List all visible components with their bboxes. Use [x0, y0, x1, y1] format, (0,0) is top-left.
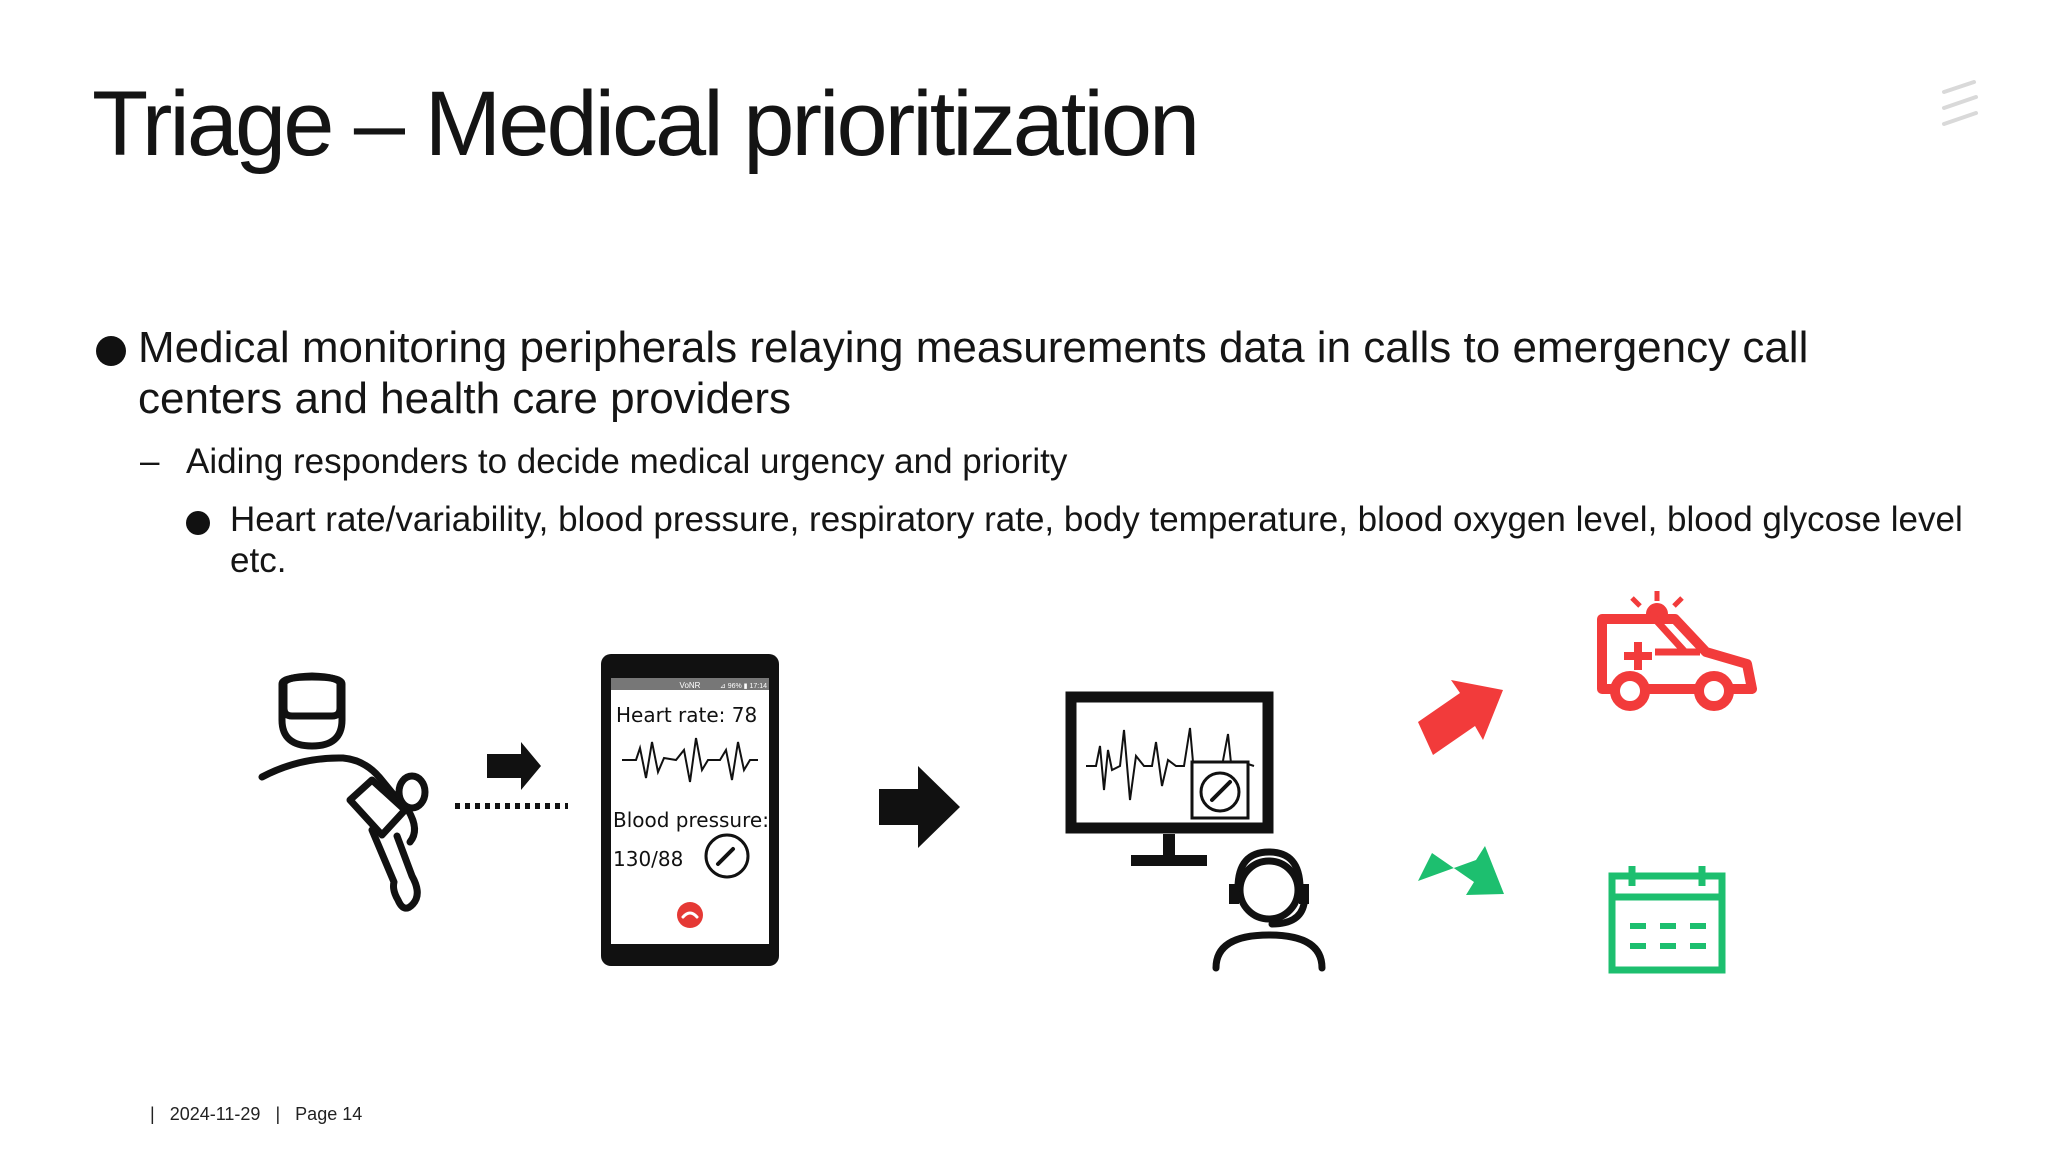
phone-status-network: VoNR — [680, 681, 701, 690]
arrow-right-icon — [879, 766, 960, 848]
footer-page-number: Page 14 — [295, 1104, 363, 1124]
footer-separator: | — [150, 1104, 155, 1124]
sub-sub-bullet-text: Heart rate/variability, blood pressure, … — [230, 500, 1963, 580]
blood-pressure-value: 130/88 — [613, 847, 683, 871]
bullet-level-2: –Aiding responders to decide medical urg… — [140, 440, 1067, 484]
phone-status-battery: ⊿ 96% ▮ 17:14 — [720, 683, 767, 690]
footer-separator: | — [275, 1104, 281, 1124]
bullet-dash: – — [140, 442, 160, 481]
calendar-icon — [1608, 866, 1726, 974]
bullet-dot — [186, 511, 210, 535]
ericsson-logo-icon — [1942, 80, 1978, 126]
smartphone-icon — [601, 654, 779, 966]
urgent-arrow-icon — [1418, 680, 1503, 755]
routine-arrow-icon — [1418, 846, 1504, 895]
person-with-bp-cuff-icon — [258, 672, 429, 912]
ambulance-icon — [1597, 591, 1757, 711]
headset-operator-icon — [1212, 848, 1326, 972]
slide-title: Triage – Medical prioritization — [92, 73, 1200, 175]
bullet-text: Medical monitoring peripherals relaying … — [138, 323, 1809, 423]
arrow-right-icon — [487, 742, 541, 790]
bullet-dot — [96, 336, 126, 366]
footer-date: 2024-11-29 — [169, 1104, 261, 1124]
slide-footer: | 2024-11-29 | Page 14 — [150, 1104, 372, 1125]
monitor-with-ecg-icon — [1065, 691, 1274, 866]
blood-pressure-label: Blood pressure: — [613, 808, 769, 832]
sub-bullet-text: Aiding responders to decide medical urge… — [186, 442, 1068, 481]
heart-rate-label: Heart rate: 78 — [616, 703, 757, 727]
